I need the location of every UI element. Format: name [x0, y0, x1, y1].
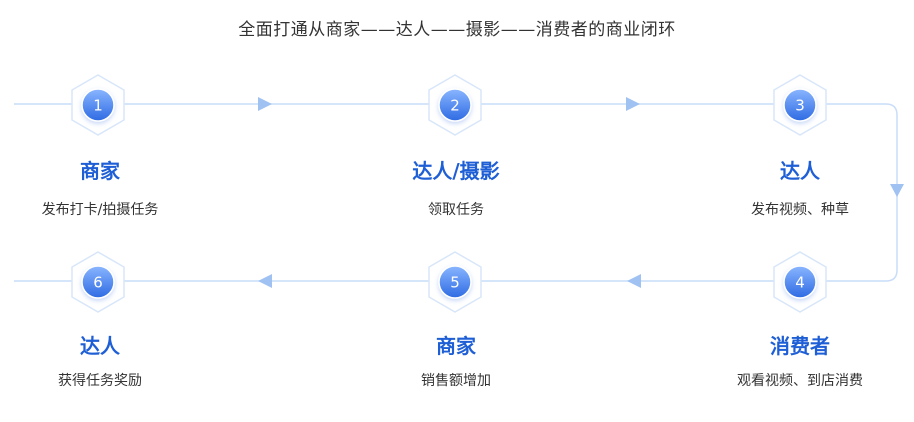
number-circle	[81, 265, 115, 299]
number-circle	[81, 88, 115, 122]
step-6-desc: 获得任务奖励	[58, 373, 142, 389]
step-1-name: 商家	[80, 159, 120, 183]
step-5-desc: 销售额增加	[421, 373, 491, 389]
step-6-name: 达人	[80, 334, 120, 358]
step-5-number: 5	[450, 274, 460, 292]
flow-line-bottom	[14, 200, 898, 282]
number-circle	[783, 265, 817, 299]
step-1-number: 1	[93, 97, 103, 115]
arrow-left-2	[627, 274, 641, 288]
step-6-number: 6	[93, 274, 103, 292]
step-5-name: 商家	[436, 334, 476, 358]
arrow-right-2	[626, 97, 640, 111]
step-4-desc: 观看视频、到店消费	[737, 373, 863, 389]
step-3-desc: 发布视频、种草	[751, 202, 849, 218]
arrow-right-1	[258, 97, 272, 111]
number-circle	[438, 88, 472, 122]
number-circle	[783, 88, 817, 122]
step-4-marker: 4	[773, 251, 827, 313]
arrow-left-1	[258, 274, 272, 288]
step-3-marker: 3	[773, 74, 827, 136]
step-3-number: 3	[795, 97, 805, 115]
step-6-marker: 6	[71, 251, 125, 313]
number-circle	[438, 265, 472, 299]
step-1-marker: 1	[71, 74, 125, 136]
step-2-marker: 2	[428, 74, 482, 136]
step-1-desc: 发布打卡/拍摄任务	[41, 202, 159, 218]
step-2-name: 达人/摄影	[412, 159, 500, 183]
step-5-marker: 5	[428, 251, 482, 313]
step-4-name: 消费者	[770, 334, 830, 358]
diagram-title: 全面打通从商家——达人——摄影——消费者的商业闭环	[238, 20, 676, 40]
step-2-desc: 领取任务	[428, 202, 484, 218]
flow-line-top	[14, 103, 898, 200]
step-2-number: 2	[450, 97, 460, 115]
step-4-number: 4	[795, 274, 805, 292]
step-3-name: 达人	[780, 159, 820, 183]
arrow-down	[890, 184, 904, 197]
